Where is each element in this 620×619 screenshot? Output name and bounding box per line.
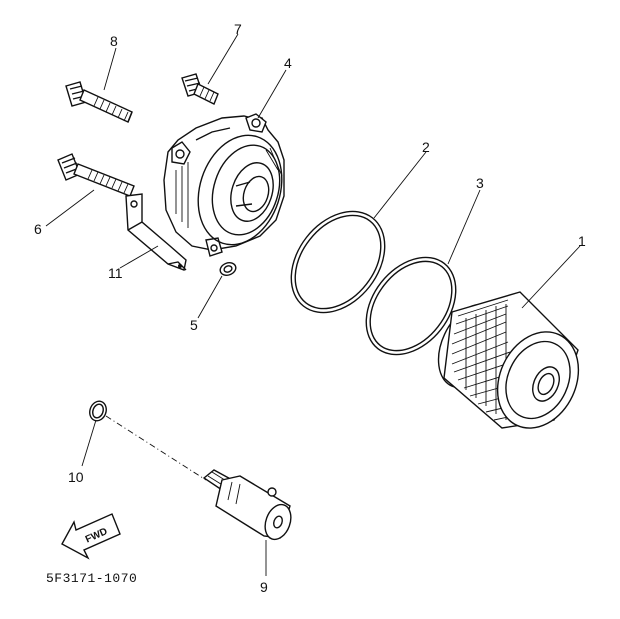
callout-11: 11 [108,265,123,281]
filter-cover-4 [163,113,285,257]
diagram-code: 5F3171-1070 [46,571,137,586]
bracket-11 [125,193,187,271]
pressure-switch-9 [202,469,292,541]
callout-5: 5 [190,317,198,333]
callout-4: 4 [284,55,292,71]
filter-element-1 [437,291,580,429]
callout-2: 2 [422,139,430,155]
assembly-axis-line [105,415,207,481]
bolt-7 [181,73,219,105]
washer-5 [219,262,237,276]
bolt-8 [65,81,133,123]
callout-6: 6 [34,221,42,237]
leader-lines [45,33,581,576]
callout-7: 7 [234,21,242,37]
forward-arrow-icon: FWD [61,513,121,560]
bolt-6 [57,153,135,197]
callout-8: 8 [110,33,118,49]
callout-9: 9 [260,579,268,595]
callout-3: 3 [476,175,484,191]
callout-1: 1 [578,233,586,249]
washer-10 [89,400,107,422]
o-ring-3 [365,256,457,356]
callout-10: 10 [68,469,84,485]
o-ring-2 [290,210,386,314]
